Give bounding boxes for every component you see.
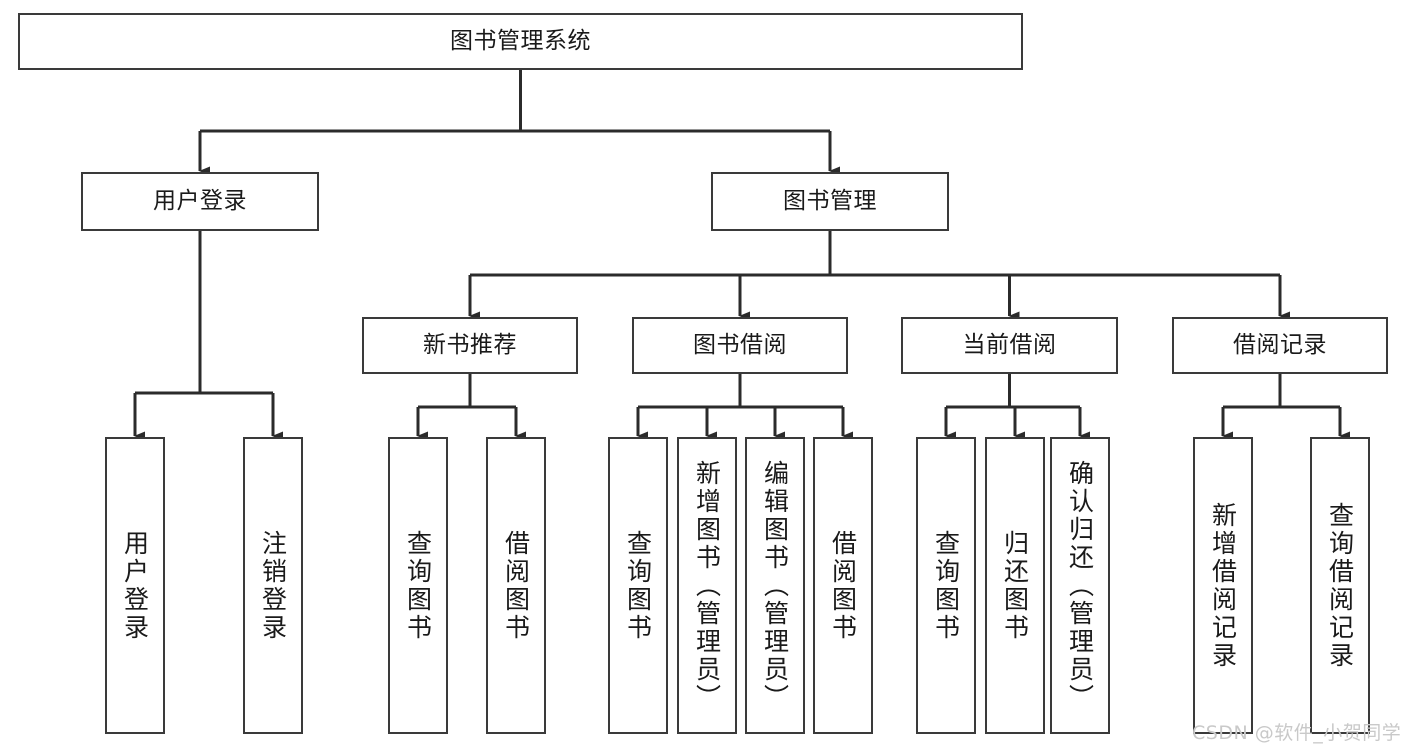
node-new-book-recommend[interactable]: 新书推荐	[362, 317, 578, 374]
node-label-borrow-record: 借阅记录	[1233, 331, 1327, 358]
node-user-login[interactable]: 用户登录	[81, 172, 319, 231]
node-leaf-edit-book-admin[interactable]: 编辑图书（管理员）	[745, 437, 805, 734]
node-leaf-add-borrow-record[interactable]: 新增借阅记录	[1193, 437, 1253, 734]
node-label-leaf-user-logout: 注销登录	[258, 529, 288, 642]
node-label-user-login: 用户登录	[153, 187, 247, 214]
node-label-book-borrow: 图书借阅	[693, 331, 787, 358]
node-leaf-query-book[interactable]: 查询图书	[608, 437, 668, 734]
node-label-leaf-query-book-recommend: 查询图书	[403, 529, 433, 642]
node-label-leaf-confirm-return-admin: 确认归还（管理员）	[1065, 459, 1095, 712]
node-label-leaf-add-book-admin: 新增图书（管理员）	[692, 459, 722, 712]
node-leaf-confirm-return-admin[interactable]: 确认归还（管理员）	[1050, 437, 1110, 734]
node-label-leaf-borrow-book-recommend: 借阅图书	[501, 529, 531, 642]
connector-group	[133, 70, 1350, 441]
node-leaf-borrow-book-recommend[interactable]: 借阅图书	[486, 437, 546, 734]
node-book-borrow[interactable]: 图书借阅	[632, 317, 848, 374]
node-label-leaf-edit-book-admin: 编辑图书（管理员）	[760, 459, 790, 712]
node-label-leaf-query-book: 查询图书	[623, 529, 653, 642]
node-label-leaf-query-book-current: 查询图书	[931, 529, 961, 642]
node-root[interactable]: 图书管理系统	[18, 13, 1023, 70]
node-leaf-add-book-admin[interactable]: 新增图书（管理员）	[677, 437, 737, 734]
node-label-leaf-return-book: 归还图书	[1000, 529, 1030, 642]
node-leaf-user-logout[interactable]: 注销登录	[243, 437, 303, 734]
node-label-current-borrow: 当前借阅	[962, 331, 1057, 358]
node-label-book-manage: 图书管理	[783, 187, 877, 214]
node-label-leaf-user-login: 用户登录	[120, 529, 150, 642]
node-borrow-record[interactable]: 借阅记录	[1172, 317, 1388, 374]
node-leaf-return-book[interactable]: 归还图书	[985, 437, 1045, 734]
node-leaf-query-book-recommend[interactable]: 查询图书	[388, 437, 448, 734]
node-label-new-book-recommend: 新书推荐	[423, 331, 517, 358]
node-book-manage[interactable]: 图书管理	[711, 172, 949, 231]
node-label-root: 图书管理系统	[450, 27, 591, 54]
node-current-borrow[interactable]: 当前借阅	[901, 317, 1118, 374]
node-label-leaf-add-borrow-record: 新增借阅记录	[1208, 501, 1238, 670]
node-leaf-user-login[interactable]: 用户登录	[105, 437, 165, 734]
node-label-leaf-borrow-book: 借阅图书	[828, 529, 858, 642]
node-leaf-query-book-current[interactable]: 查询图书	[916, 437, 976, 734]
node-label-leaf-query-borrow-record: 查询借阅记录	[1325, 501, 1355, 670]
node-leaf-query-borrow-record[interactable]: 查询借阅记录	[1310, 437, 1370, 734]
node-leaf-borrow-book[interactable]: 借阅图书	[813, 437, 873, 734]
